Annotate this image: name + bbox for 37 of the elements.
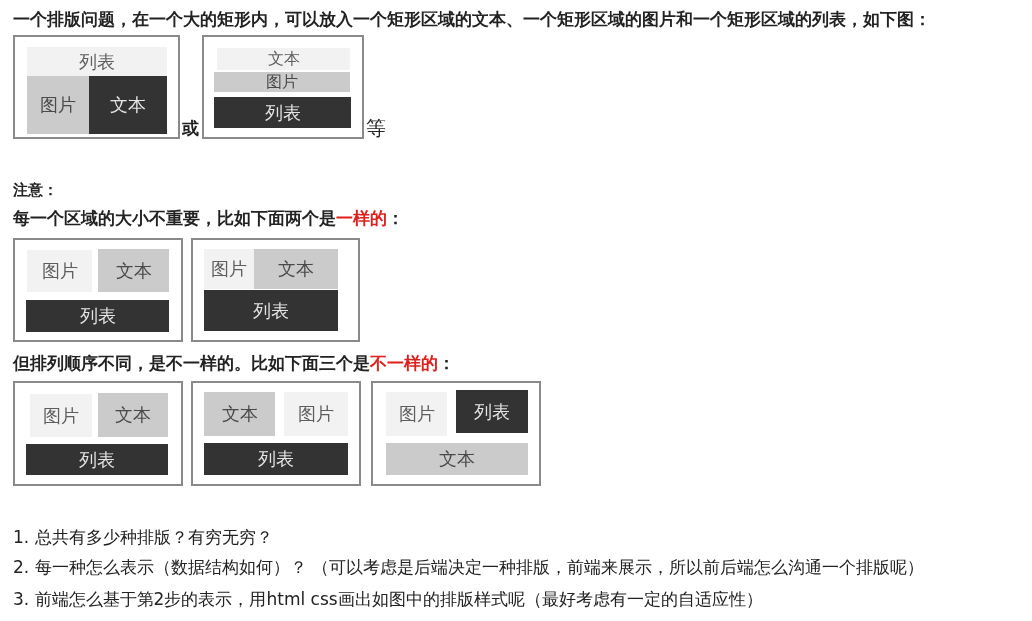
connector-word: 或 xyxy=(182,118,199,139)
layout-frame xyxy=(13,238,183,342)
image-region: 图片 xyxy=(27,250,92,292)
image-region: 图片 xyxy=(214,72,350,92)
question-item: 1. 总共有多少种排版？有穷无穷？ xyxy=(13,527,273,548)
text-region: 文本 xyxy=(98,393,168,437)
note-text: 每一个区域的大小不重要，比如下面两个是一样的： xyxy=(13,208,404,229)
list-region: 列表 xyxy=(26,300,169,332)
text-region: 文本 xyxy=(98,249,169,292)
question-item: 3. 前端怎么基于第2步的表示，用html css画出如图中的排版样式呢（最好考虑有一定的自适应性） xyxy=(13,589,763,610)
text-region: 文本 xyxy=(386,443,528,475)
list-region: 列表 xyxy=(27,47,167,76)
text-region: 文本 xyxy=(217,48,350,70)
text-region: 文本 xyxy=(204,392,275,436)
intro-text: 一个排版问题，在一个大的矩形内，可以放入一个矩形区域的文本、一个矩形区域的图片和一个矩形区域的列表，如下图： xyxy=(13,9,931,30)
image-region: 图片 xyxy=(30,394,92,437)
trailing-word: 等 xyxy=(366,116,386,140)
image-region: 图片 xyxy=(386,392,447,436)
layout-frame xyxy=(13,35,180,139)
image-region: 图片 xyxy=(27,76,89,134)
text-region: 文本 xyxy=(89,76,167,134)
text-region: 文本 xyxy=(254,249,338,289)
layout-frame xyxy=(191,381,361,486)
note-text: 但排列顺序不同，是不一样的。比如下面三个是不一样的： xyxy=(13,353,455,374)
layout-frame xyxy=(202,35,364,139)
list-region: 列表 xyxy=(204,290,338,331)
note-heading: 注意： xyxy=(13,181,58,199)
list-region: 列表 xyxy=(456,390,528,433)
list-region: 列表 xyxy=(204,443,348,475)
layout-frame xyxy=(191,238,360,342)
question-item: 2. 每一种怎么表示（数据结构如何）？ （可以考虑是后端决定一种排版，前端来展示，所以前后端怎么沟通一个排版呢） xyxy=(13,557,925,578)
layout-frame xyxy=(371,381,541,486)
image-region: 图片 xyxy=(284,392,348,436)
layout-frame xyxy=(13,381,183,486)
image-region: 图片 xyxy=(204,249,254,289)
list-region: 列表 xyxy=(214,97,351,128)
list-region: 列表 xyxy=(26,444,168,475)
